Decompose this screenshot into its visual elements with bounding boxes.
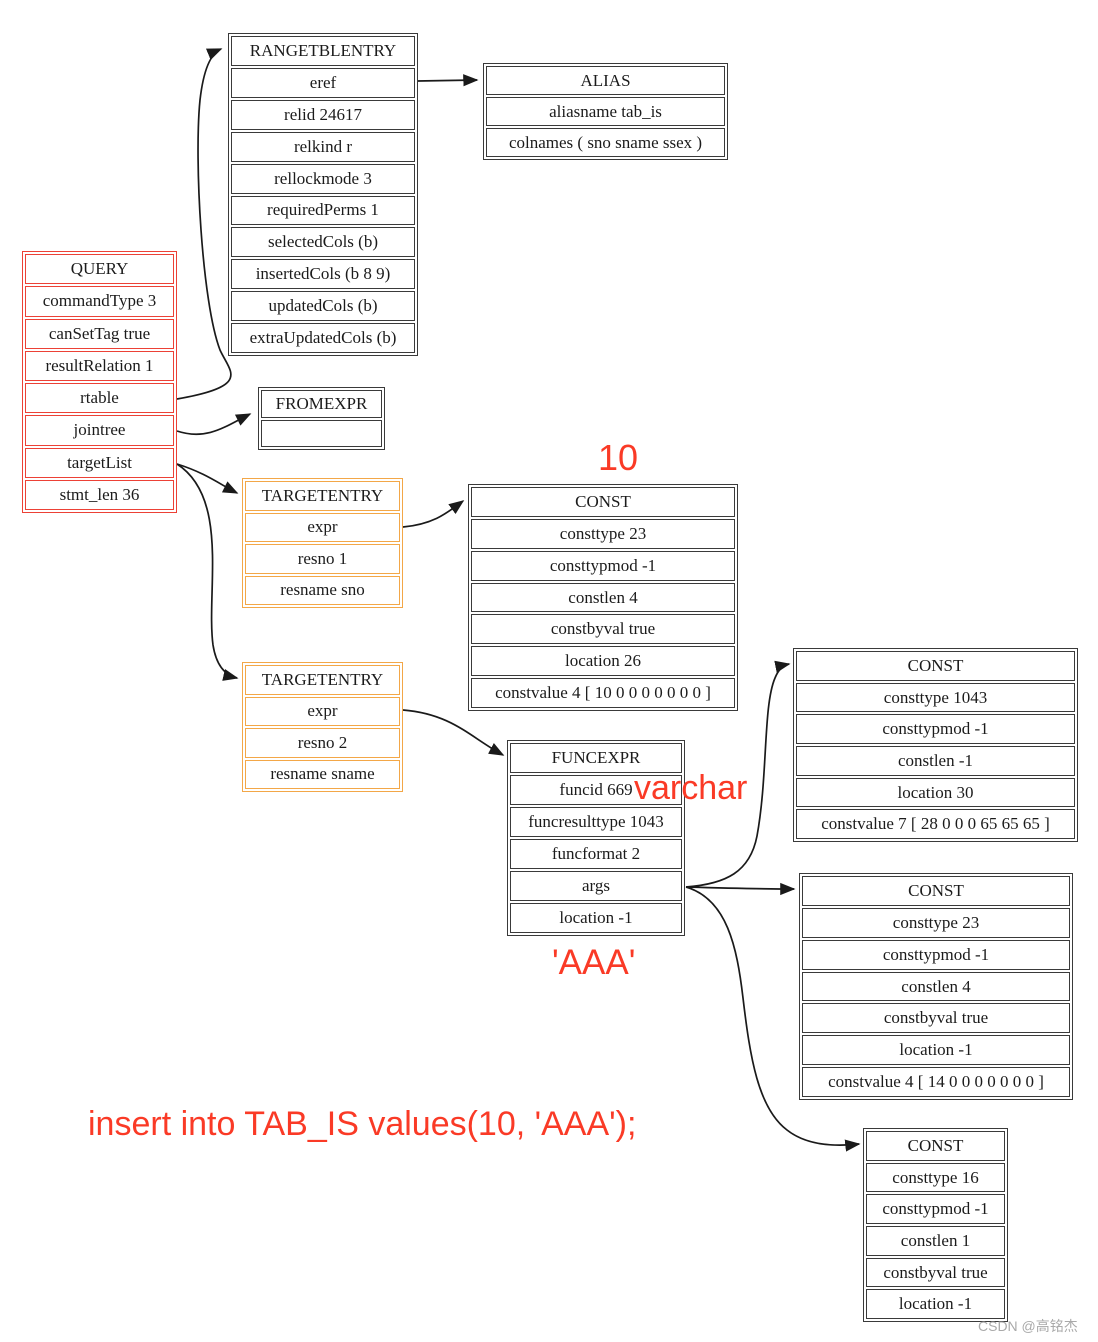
node-const1-row-3: constbyval true [471, 614, 735, 645]
edge-rangetblentry-eref-to-alias [417, 74, 479, 87]
node-rangetblentry-row-6: insertedCols (b 8 9) [231, 259, 415, 290]
node-funcexpr-row-4: location -1 [510, 903, 682, 933]
node-const2-row-4: constvalue 7 [ 28 0 0 0 65 65 65 ] [796, 809, 1075, 840]
node-const1-title: CONST [471, 487, 735, 517]
node-const2-row-1: consttypmod -1 [796, 714, 1075, 745]
node-const4-row-1: consttypmod -1 [866, 1194, 1005, 1225]
node-funcexpr-row-3: args [510, 871, 682, 901]
node-const2-title: CONST [796, 651, 1075, 681]
node-const2-row-3: location 30 [796, 777, 1075, 808]
node-rangetblentry-row-0: eref [231, 67, 415, 98]
annotation-varchar: varchar [634, 769, 748, 807]
node-const1-row-4: location 26 [471, 646, 735, 677]
node-alias-row-1: colnames ( sno sname ssex ) [486, 128, 725, 157]
node-const4-row-0: consttype 16 [866, 1162, 1005, 1193]
edge-funcexpr-args-to-const3 [685, 882, 796, 896]
node-fromexpr-title: FROMEXPR [261, 390, 382, 418]
node-const3-row-0: consttype 23 [802, 907, 1070, 938]
edge-query-targetlist-to-targetentry2 [176, 463, 239, 681]
node-rangetblentry-row-1: relid 24617 [231, 99, 415, 130]
node-const3-title: CONST [802, 876, 1070, 906]
node-query-title: QUERY [25, 254, 174, 285]
node-query-row-5: targetList [25, 447, 174, 478]
node-targetentry1-row-1: resno 1 [245, 544, 400, 574]
node-query-row-1: canSetTag true [25, 318, 174, 349]
node-const1-row-5: constvalue 4 [ 10 0 0 0 0 0 0 0 ] [471, 678, 735, 709]
edge-query-targetlist-to-targetentry1 [176, 463, 239, 494]
node-const4-row-2: constlen 1 [866, 1226, 1005, 1256]
edge-query-rtable-to-rangetblentry [176, 48, 232, 400]
node-query-row-3: rtable [25, 383, 174, 414]
node-alias-title: ALIAS [486, 66, 725, 95]
node-const3-row-1: consttypmod -1 [802, 939, 1070, 970]
node-funcexpr-title: FUNCEXPR [510, 743, 682, 773]
edge-targetentry1-expr-to-const1 [402, 500, 465, 528]
node-const4-title: CONST [866, 1131, 1005, 1161]
node-query-row-6: stmt_len 36 [25, 479, 174, 510]
node-fromexpr: FROMEXPR [258, 387, 385, 450]
annotation-value-aaa: 'AAA' [552, 943, 636, 982]
node-rangetblentry-row-2: relkind r [231, 131, 415, 162]
node-rangetblentry-row-4: requiredPerms 1 [231, 195, 415, 226]
node-const2-row-0: consttype 1043 [796, 682, 1075, 713]
node-rangetblentry-title: RANGETBLENTRY [231, 36, 415, 66]
node-funcexpr-row-2: funcformat 2 [510, 839, 682, 869]
node-const1-row-1: consttypmod -1 [471, 550, 735, 581]
node-rangetblentry-row-8: extraUpdatedCols (b) [231, 323, 415, 354]
node-targetentry2-row-2: resname sname [245, 759, 400, 789]
annotation-value-10: 10 [598, 437, 639, 478]
watermark: CSDN @高铭杰 [978, 1318, 1078, 1334]
node-targetentry1-row-2: resname sno [245, 575, 400, 605]
node-alias-row-0: aliasname tab_is [486, 97, 725, 126]
node-targetentry2-title: TARGETENTRY [245, 665, 400, 695]
node-const1-row-2: constlen 4 [471, 582, 735, 613]
node-targetentry2-row-1: resno 2 [245, 728, 400, 758]
node-targetentry1-row-0: expr [245, 512, 400, 542]
node-targetentry1-title: TARGETENTRY [245, 481, 400, 511]
node-const4-row-4: location -1 [866, 1289, 1005, 1320]
node-const4-row-3: constbyval true [866, 1257, 1005, 1288]
node-rangetblentry-row-5: selectedCols (b) [231, 227, 415, 258]
edge-targetentry2-expr-to-funcexpr [402, 709, 505, 756]
edge-funcexpr-args-to-const4 [685, 886, 861, 1152]
node-targetentry2-row-0: expr [245, 696, 400, 726]
node-const3-row-3: constbyval true [802, 1003, 1070, 1034]
node-const3-row-2: constlen 4 [802, 971, 1070, 1002]
node-rangetblentry-row-3: rellockmode 3 [231, 163, 415, 194]
node-query-row-4: jointree [25, 415, 174, 446]
node-fromexpr-row-0 [261, 419, 382, 447]
node-query-row-2: resultRelation 1 [25, 350, 174, 381]
edge-query-jointree-to-fromexpr [176, 413, 252, 436]
node-const3-row-4: location -1 [802, 1035, 1070, 1066]
annotation-sql-statement: insert into TAB_IS values(10, 'AAA'); [88, 1105, 637, 1143]
node-query-row-0: commandType 3 [25, 286, 174, 317]
node-const1-row-0: consttype 23 [471, 518, 735, 549]
node-rangetblentry-row-7: updatedCols (b) [231, 291, 415, 322]
node-const3-row-5: constvalue 4 [ 14 0 0 0 0 0 0 0 ] [802, 1067, 1070, 1098]
node-funcexpr-row-1: funcresulttype 1043 [510, 807, 682, 837]
edge-funcexpr-args-to-const2 [685, 660, 791, 888]
node-funcexpr-row-0: funcid 669 [510, 775, 682, 805]
node-const2-row-2: constlen -1 [796, 746, 1075, 776]
